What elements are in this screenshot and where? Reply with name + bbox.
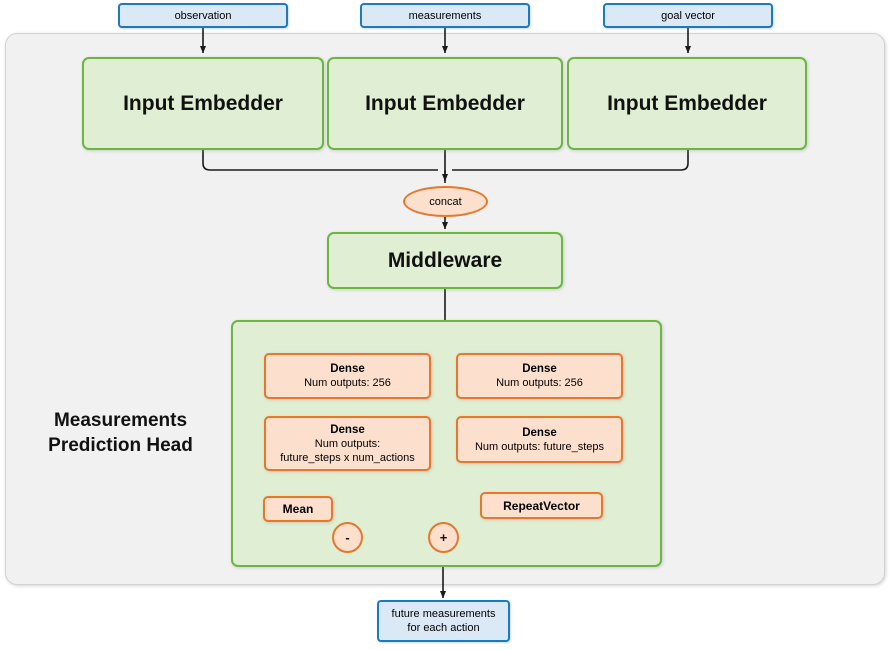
concat-node[interactable]: concat [403, 186, 488, 217]
output-line1: future measurements [391, 608, 496, 620]
right-dense-2-sub: Num outputs: future_steps [474, 440, 604, 453]
add-operator-label: + [439, 530, 448, 545]
add-operator[interactable]: + [428, 522, 459, 553]
subtract-operator-label: - [345, 530, 350, 545]
left-dense-2-sub2: future_steps x num_actions [280, 451, 415, 464]
middleware-label: Middleware [387, 248, 503, 272]
input-observation-label: observation [174, 9, 232, 22]
middleware-node[interactable]: Middleware [327, 232, 563, 289]
right-dense-2-title: Dense [522, 426, 557, 439]
mean-node[interactable]: Mean [263, 496, 333, 522]
input-embedder-3-label: Input Embedder [607, 91, 767, 115]
input-goal-vector-label: goal vector [661, 9, 715, 22]
head-label-line2: Prediction Head [48, 435, 193, 456]
left-dense-1-sub: Num outputs: 256 [304, 377, 391, 389]
right-dense-2[interactable]: Dense Num outputs: future_steps [456, 416, 623, 463]
mean-label: Mean [282, 502, 314, 516]
right-dense-1-sub: Num outputs: 256 [496, 377, 583, 389]
repeat-vector-node[interactable]: RepeatVector [480, 492, 603, 519]
left-dense-2-sub1: Num outputs: [314, 437, 381, 450]
input-embedder-3[interactable]: Input Embedder [567, 57, 807, 150]
left-dense-2-title: Dense [330, 423, 365, 436]
left-dense-1[interactable]: Dense Num outputs: 256 [264, 353, 431, 399]
input-embedder-2[interactable]: Input Embedder [327, 57, 563, 150]
input-embedder-1-label: Input Embedder [123, 91, 283, 115]
repeat-vector-label: RepeatVector [503, 498, 580, 513]
output-line2: for each action [407, 622, 480, 634]
right-dense-1[interactable]: Dense Num outputs: 256 [456, 353, 623, 399]
head-label-line1: Measurements [53, 410, 188, 431]
left-dense-2[interactable]: Dense Num outputs: future_steps x num_ac… [264, 416, 431, 471]
subtract-operator[interactable]: - [332, 522, 363, 553]
measurements-prediction-head-label: Measurements Prediction Head [18, 408, 223, 458]
input-embedder-2-label: Input Embedder [365, 91, 525, 115]
output-future-measurements[interactable]: future measurements for each action [377, 600, 510, 642]
input-measurements[interactable]: measurements [360, 3, 530, 28]
input-measurements-label: measurements [408, 9, 482, 22]
concat-label: concat [429, 195, 462, 208]
input-embedder-1[interactable]: Input Embedder [82, 57, 324, 150]
input-goal-vector[interactable]: goal vector [603, 3, 773, 28]
left-dense-1-title: Dense [330, 363, 365, 375]
right-dense-1-title: Dense [522, 363, 557, 375]
input-observation[interactable]: observation [118, 3, 288, 28]
